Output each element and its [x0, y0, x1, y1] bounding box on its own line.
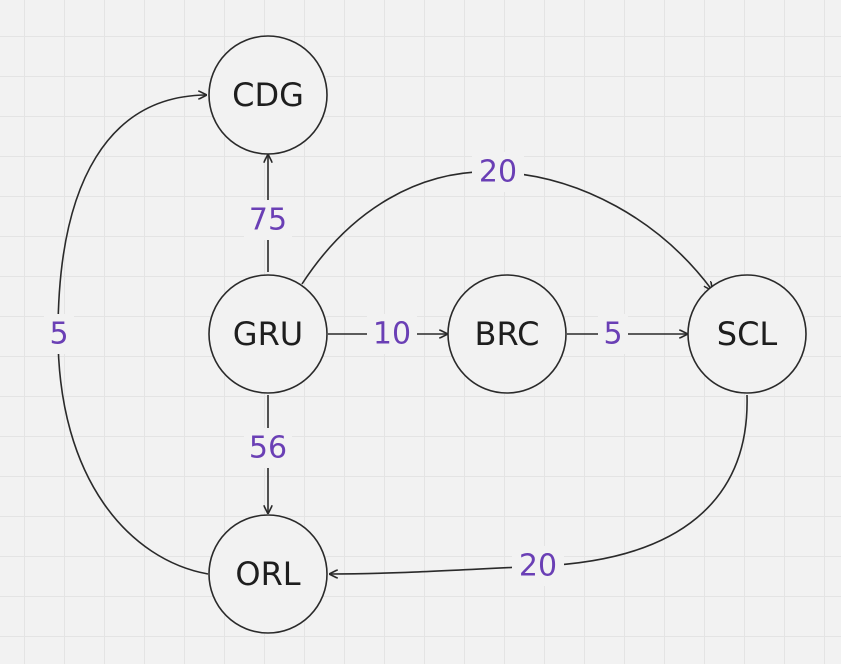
edge-weight-brc-scl: 5	[603, 317, 622, 352]
edge-weight-gru-orl: 56	[249, 431, 287, 466]
node-gru[interactable]: GRU	[208, 274, 328, 394]
edge-weight-orl-cdg: 5	[49, 317, 68, 352]
node-cdg[interactable]: CDG	[208, 35, 328, 155]
node-label-orl: ORL	[235, 555, 300, 593]
node-label-cdg: CDG	[232, 76, 304, 114]
node-scl[interactable]: SCL	[687, 274, 807, 394]
edge-weight-gru-brc: 10	[373, 317, 411, 352]
node-brc[interactable]: BRC	[447, 274, 567, 394]
node-label-gru: GRU	[233, 315, 303, 353]
node-orl[interactable]: ORL	[208, 514, 328, 634]
edge-weight-gru-cdg: 75	[249, 203, 287, 238]
edge-weight-scl-orl: 20	[519, 549, 557, 584]
edge-weight-gru-scl: 20	[479, 155, 517, 190]
edge-labels: 75 20 10 5 56 20 5	[44, 152, 628, 586]
node-label-brc: BRC	[475, 315, 540, 353]
node-label-scl: SCL	[717, 315, 778, 353]
edge-orl-cdg[interactable]	[57, 95, 209, 575]
